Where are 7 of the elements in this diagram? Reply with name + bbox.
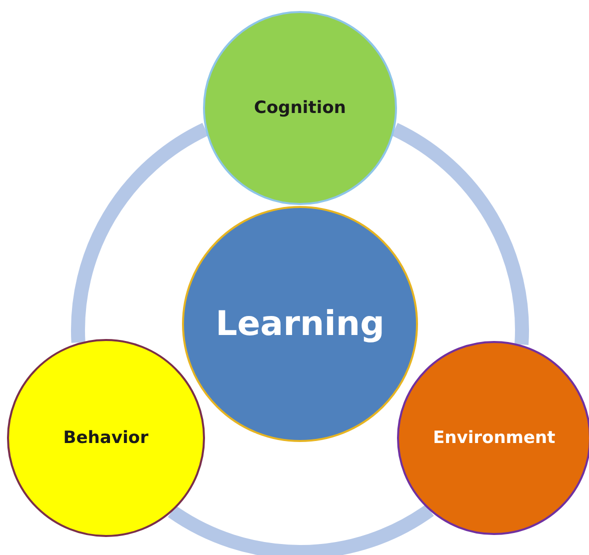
node-label: Cognition xyxy=(254,98,346,118)
node-label: Environment xyxy=(433,428,556,448)
node-label: Learning xyxy=(216,304,384,344)
ring-connector xyxy=(71,123,209,343)
ring-connector xyxy=(168,504,434,555)
ring-connector xyxy=(391,123,529,345)
node-label: Behavior xyxy=(63,428,148,448)
